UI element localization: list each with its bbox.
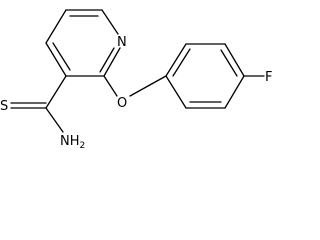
bond-c3p-c4p <box>224 43 245 77</box>
atom-label-f: F <box>265 70 272 85</box>
bond-c3-cthio <box>45 75 67 109</box>
ether-linkage <box>103 75 167 97</box>
molecule-structure: N O F S NH2 <box>0 9 272 151</box>
bond-c2-o <box>103 75 118 97</box>
atom-label-s: S <box>0 99 8 114</box>
bond-n1-c2 <box>103 47 121 77</box>
bond-cthio-n <box>45 107 64 133</box>
fluorophenyl-ring <box>165 43 265 109</box>
bond-c4-c5 <box>45 9 67 44</box>
atom-label-nh2: NH2 <box>60 134 85 151</box>
bond-c1p-c2p-inner <box>172 48 191 77</box>
bond-c6p-c1p <box>165 75 187 109</box>
atom-label-o-ether: O <box>117 96 127 111</box>
bond-n1-c2-inner <box>99 47 115 73</box>
bond-c3-c4-inner <box>52 42 71 71</box>
bond-o-c1p <box>129 75 167 97</box>
bond-c3-c4 <box>45 42 67 77</box>
bond-c3p-c4p-inner <box>220 49 238 77</box>
thioamide-group <box>10 75 67 133</box>
atom-label-nh2-subscript: 2 <box>80 141 86 151</box>
bond-c1p-c2p <box>165 43 187 77</box>
bond-c6-n1 <box>101 9 119 35</box>
pyridine-ring <box>45 9 121 77</box>
atom-label-nh: NH <box>60 134 80 149</box>
bond-c4p-c5p <box>224 75 245 109</box>
atom-label-n-ring: N <box>117 35 127 50</box>
